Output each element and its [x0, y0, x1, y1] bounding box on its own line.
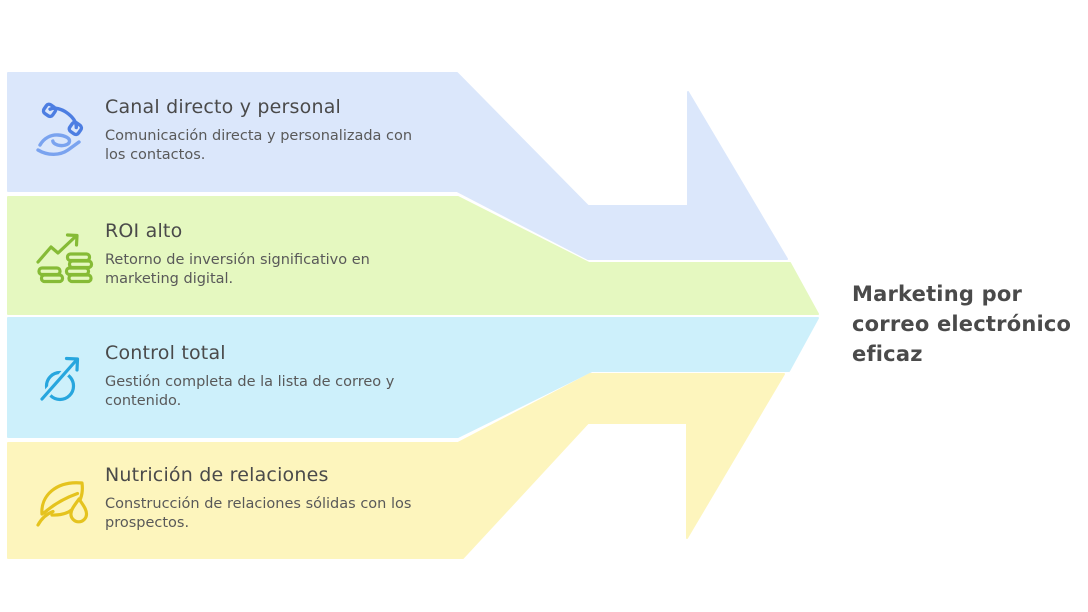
section-nutricion: Nutrición de relaciones Construcción de …	[105, 464, 485, 533]
description-line: marketing digital.	[105, 271, 234, 288]
section-description: Retorno de inversión significativo en ma…	[105, 251, 485, 289]
result-title-line: correo electrónico	[852, 312, 1072, 336]
section-canal-directo: Canal directo y personal Comunicación di…	[105, 96, 485, 165]
description-line: contenido.	[105, 393, 182, 410]
section-description: Comunicación directa y personalizada con…	[105, 127, 485, 165]
section-control-total: Control total Gestión completa de la lis…	[105, 342, 485, 411]
description-line: los contactos.	[105, 147, 206, 164]
section-description: Construcción de relaciones sólidas con l…	[105, 495, 485, 533]
description-line: Retorno de inversión significativo en	[105, 252, 370, 268]
growth-chart-coins-icon	[36, 233, 94, 284]
band-shape-control-total	[7, 317, 819, 438]
band-shape-canal-directo	[7, 72, 788, 260]
description-line: Comunicación directa y personalizada con	[105, 128, 413, 144]
section-roi-alto: ROI alto Retorno de inversión significat…	[105, 220, 485, 289]
section-title: Control total	[105, 342, 226, 364]
hand-shape	[36, 133, 81, 157]
orbit-arrow-icon	[38, 356, 81, 403]
section-title: ROI alto	[105, 220, 183, 242]
result-title: Marketing por correo electrónico eficaz	[852, 279, 1082, 369]
section-title: Canal directo y personal	[105, 96, 342, 118]
result-title-line: eficaz	[852, 342, 923, 366]
description-line: Construcción de relaciones sólidas con l…	[105, 496, 412, 512]
droplet-shape	[69, 497, 89, 524]
band-shape-roi-alto	[7, 196, 819, 315]
section-description: Gestión completa de la lista de correo y…	[105, 373, 485, 411]
leaf-droplet-icon	[36, 481, 89, 527]
section-title: Nutrición de relaciones	[105, 464, 329, 486]
description-line: prospectos.	[105, 515, 190, 532]
phone-in-hand-icon	[36, 102, 84, 157]
description-line: Gestión completa de la lista de correo y	[105, 374, 395, 390]
result-title-line: Marketing por	[852, 282, 1023, 306]
band-shape-nutricion	[7, 373, 785, 559]
